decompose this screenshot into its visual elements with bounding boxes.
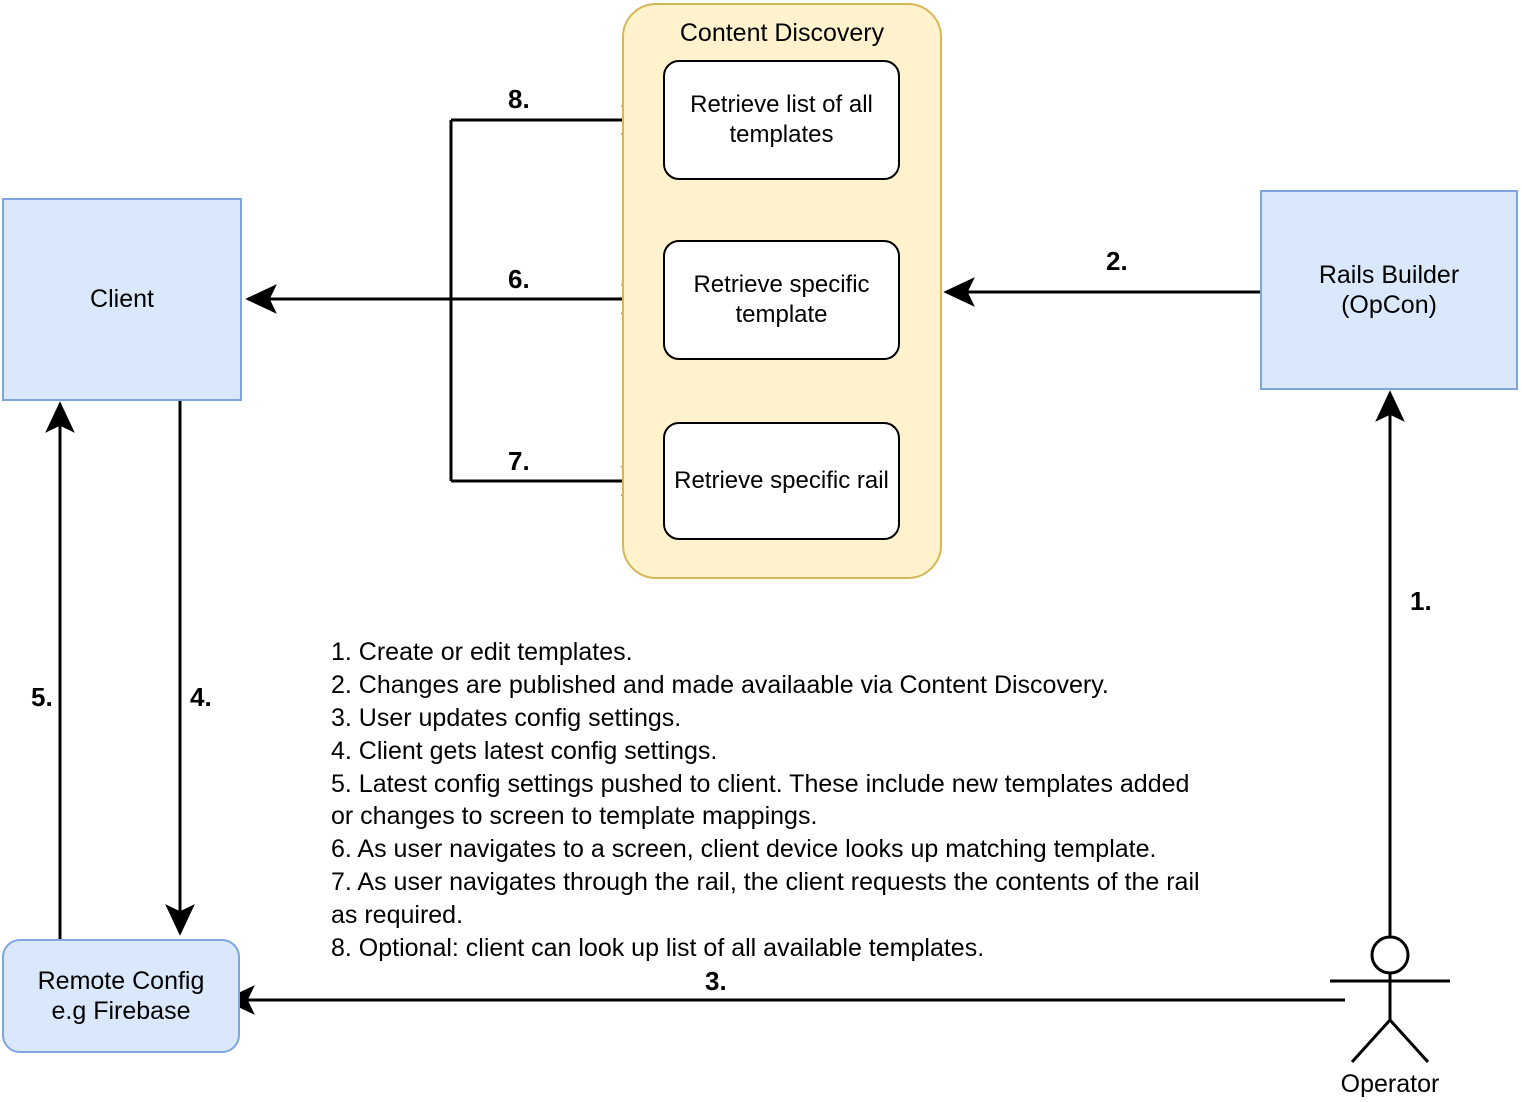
node-retrieve-specific-template-label: Retrieve specific template	[693, 271, 870, 328]
node-remote-config-label: Remote Config e.g Firebase	[37, 966, 205, 1026]
node-retrieve-specific-rail[interactable]: Retrieve specific rail	[663, 422, 900, 540]
step-label-8: 8.	[508, 84, 530, 114]
step-label-3: 3.	[705, 966, 727, 996]
node-retrieve-all-templates[interactable]: Retrieve list of all templates	[663, 60, 900, 180]
group-content-discovery-title: Content Discovery	[679, 19, 885, 47]
node-client-label: Client	[90, 285, 154, 314]
node-retrieve-specific-rail-label: Retrieve specific rail	[674, 467, 889, 494]
node-remote-config[interactable]: Remote Config e.g Firebase	[2, 939, 240, 1053]
node-retrieve-all-templates-label: Retrieve list of all templates	[690, 91, 873, 148]
node-rails-builder[interactable]: Rails Builder (OpCon)	[1260, 190, 1518, 390]
node-rails-builder-label: Rails Builder (OpCon)	[1318, 260, 1460, 320]
operator-actor-icon	[1330, 935, 1450, 1064]
step-label-6: 6.	[508, 264, 530, 294]
step-label-1: 1.	[1410, 586, 1432, 616]
operator-label: Operator	[1340, 1070, 1440, 1098]
step-label-2: 2.	[1106, 246, 1128, 276]
legend-steps-text: 1. Create or edit templates. 2. Changes …	[331, 638, 1200, 962]
step-label-5: 5.	[31, 682, 53, 712]
step-label-7: 7.	[508, 446, 530, 476]
node-retrieve-specific-template[interactable]: Retrieve specific template	[663, 240, 900, 360]
node-client[interactable]: Client	[2, 198, 242, 401]
step-label-4: 4.	[190, 682, 212, 712]
